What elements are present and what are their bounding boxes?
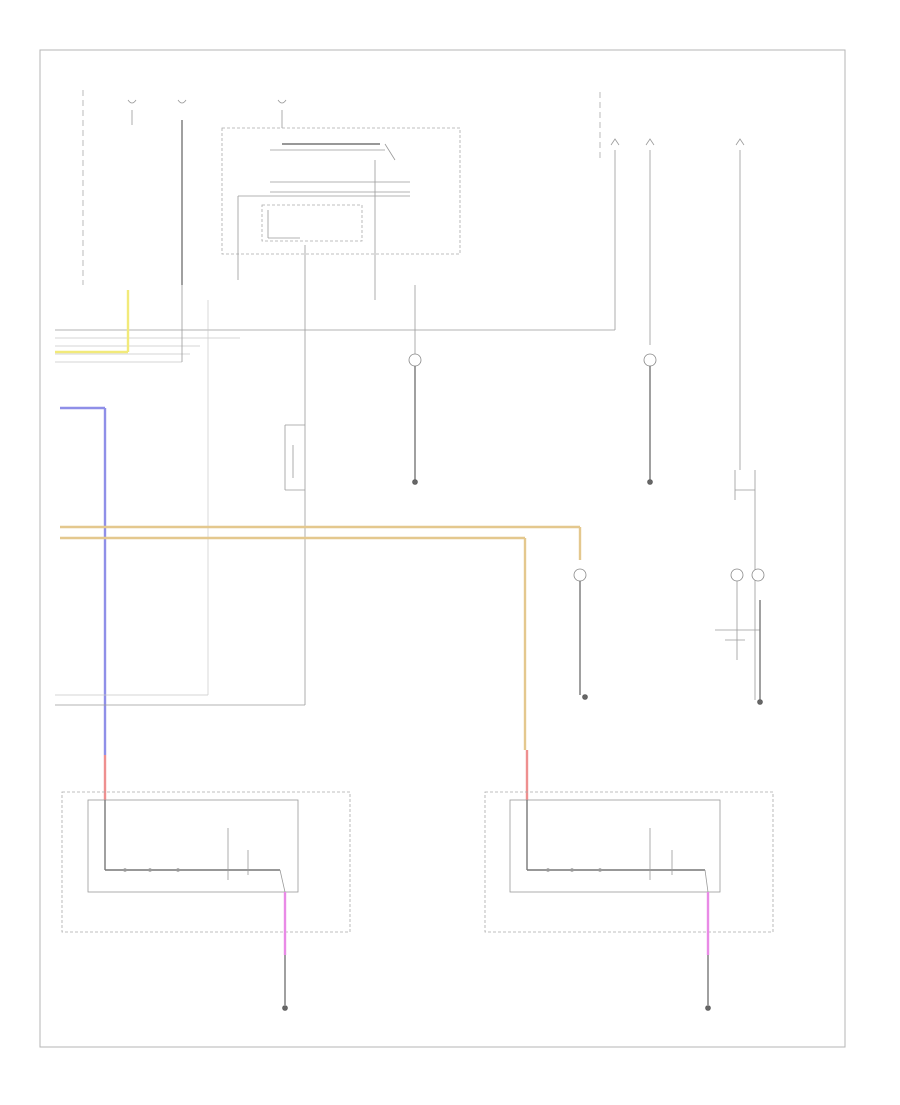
right-door-module-internals bbox=[509, 799, 721, 893]
top-bus-lines bbox=[55, 285, 615, 705]
right-door-module-box bbox=[484, 791, 774, 933]
yellow-wire bbox=[55, 290, 130, 354]
lamp-right-front bbox=[643, 353, 657, 485]
lamp-right-column bbox=[715, 470, 765, 705]
lamp-rear-center bbox=[573, 568, 588, 700]
door-switch bbox=[284, 424, 305, 491]
left-door-module-box bbox=[61, 791, 351, 933]
blue-wire bbox=[60, 406, 107, 755]
right-module-pink-wire bbox=[705, 892, 711, 1011]
left-door-module-internals bbox=[87, 799, 299, 893]
fuse-feed-lines bbox=[82, 90, 741, 470]
orange-wires bbox=[60, 525, 582, 750]
fuse-symbols bbox=[127, 99, 745, 146]
lower-bus-lines bbox=[55, 694, 305, 706]
combination-switch-internals bbox=[237, 143, 410, 320]
left-module-pink-wire bbox=[282, 892, 288, 1011]
combination-switch-box bbox=[221, 127, 461, 255]
red-wires bbox=[103, 750, 529, 800]
diagram-frame bbox=[39, 49, 846, 1048]
lamp-left-front bbox=[408, 353, 422, 485]
